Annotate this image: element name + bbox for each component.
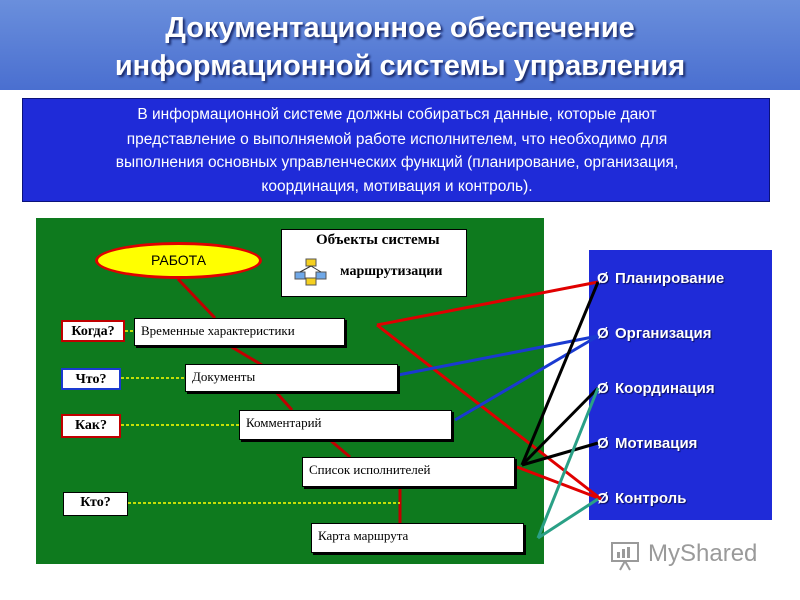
flowchart-icon bbox=[294, 258, 327, 286]
item-documents: Документы bbox=[185, 364, 398, 392]
intro-line-1: В информационной системе должны собирать… bbox=[137, 106, 657, 123]
item-time-characteristics: Временные характеристики bbox=[134, 318, 345, 346]
bullet-icon: Ø bbox=[597, 435, 609, 452]
question-who: Кто? bbox=[63, 492, 128, 516]
blue-line-docs-organization bbox=[397, 334, 599, 377]
question-when: Когда? bbox=[61, 320, 125, 342]
function-item-motivation: Ø Мотивация bbox=[597, 435, 697, 452]
connector-comment-to-list bbox=[329, 438, 351, 459]
intro-line-4: координация, мотивация и контроль). bbox=[261, 178, 533, 195]
item-executors-list: Список исполнителей bbox=[302, 457, 515, 487]
black-line-planning bbox=[520, 281, 600, 466]
bullet-icon: Ø bbox=[597, 380, 609, 397]
teal-line-control bbox=[537, 497, 599, 540]
objects-title-line-1: Объекты системы bbox=[316, 232, 440, 248]
item-comment: Комментарий bbox=[239, 410, 452, 440]
bullet-icon: Ø bbox=[597, 490, 609, 507]
teal-line-coordination bbox=[536, 387, 600, 539]
connector-work-to-time bbox=[176, 277, 217, 320]
intro-box: В информационной системе должны собирать… bbox=[22, 98, 770, 202]
watermark-text: MyShared bbox=[648, 540, 758, 567]
intro-line-2: представление о выполняемой работе испол… bbox=[126, 131, 668, 148]
function-label: Планирование bbox=[615, 270, 725, 287]
item-route-map: Карта маршрута bbox=[311, 523, 524, 553]
question-what: Что? bbox=[61, 368, 121, 390]
function-label: Координация bbox=[615, 380, 715, 397]
bullet-icon: Ø bbox=[597, 325, 609, 342]
function-item-planning: Ø Планирование bbox=[597, 270, 724, 287]
title-bar bbox=[0, 0, 800, 90]
presentation-icon bbox=[611, 542, 639, 571]
work-ellipse: РАБОТА bbox=[95, 242, 262, 279]
function-label: Мотивация bbox=[615, 435, 698, 452]
black-line-coordination bbox=[520, 386, 600, 467]
objects-box: Объекты системы маршрутизации bbox=[281, 229, 467, 297]
intro-line-3: выполнения основных управленческих функц… bbox=[115, 154, 679, 171]
function-item-organization: Ø Организация bbox=[597, 325, 712, 342]
connector-docs-to-comment bbox=[274, 391, 294, 411]
blue-line-comment-organization bbox=[454, 334, 599, 422]
function-item-coordination: Ø Координация bbox=[597, 380, 715, 397]
red-line-planning-top bbox=[376, 280, 599, 327]
function-label: Контроль bbox=[615, 490, 687, 507]
black-line-motivation bbox=[521, 441, 599, 467]
connector-time-to-docs bbox=[229, 344, 263, 367]
page-title-line-2: информационной системы управления bbox=[114, 50, 686, 82]
question-how: Как? bbox=[61, 414, 121, 438]
page-title-line-1: Документационное обеспечение bbox=[165, 12, 635, 44]
function-label: Организация bbox=[615, 325, 712, 342]
function-item-control: Ø Контроль bbox=[597, 490, 686, 507]
bullet-icon: Ø bbox=[597, 270, 609, 287]
objects-title-line-2: маршрутизации bbox=[340, 264, 443, 279]
